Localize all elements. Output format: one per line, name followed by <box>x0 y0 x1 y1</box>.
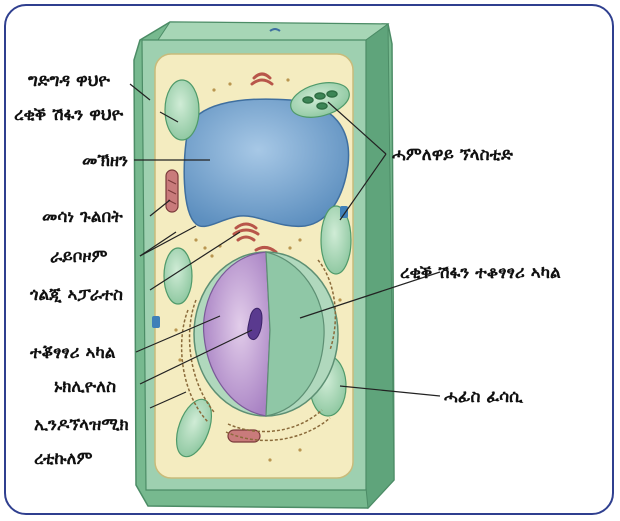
label-golgi-apparatus: ጎልጂ ኣፓራተስ <box>30 284 123 306</box>
label-cytoplasm: ሓፊስ ፈሳሲ <box>444 386 523 408</box>
label-endoplasmic-reticulum-line1: ኢንዶኘላዝሚክ <box>34 414 129 436</box>
label-nucleus: ተቖፃፃሪ ኣካል <box>30 342 116 364</box>
label-vacuole: መኽዘን <box>82 150 128 172</box>
label-nucleolus: ኑክሊዮለስ <box>54 376 116 398</box>
label-cell-wall: ግድግዳ ዋህዮ <box>28 70 110 92</box>
nucleus <box>194 252 338 416</box>
label-cell-membrane: ረቂቕ ሽፋን ዋህዮ <box>14 104 123 126</box>
label-ribosome: ራይቦዞም <box>50 246 108 268</box>
label-nuclear-membrane: ረቂቕ ሽፋን ተቆፃፃሪ ኣካል <box>400 262 561 284</box>
label-chloroplast: ሓምለዋይ ኘላስቲድ <box>392 144 513 166</box>
vacuole <box>184 99 348 226</box>
label-mitochondrion: መሳነ ጉልበት <box>42 206 123 228</box>
label-endoplasmic-reticulum-line2: ረቲኩለም <box>34 448 92 470</box>
